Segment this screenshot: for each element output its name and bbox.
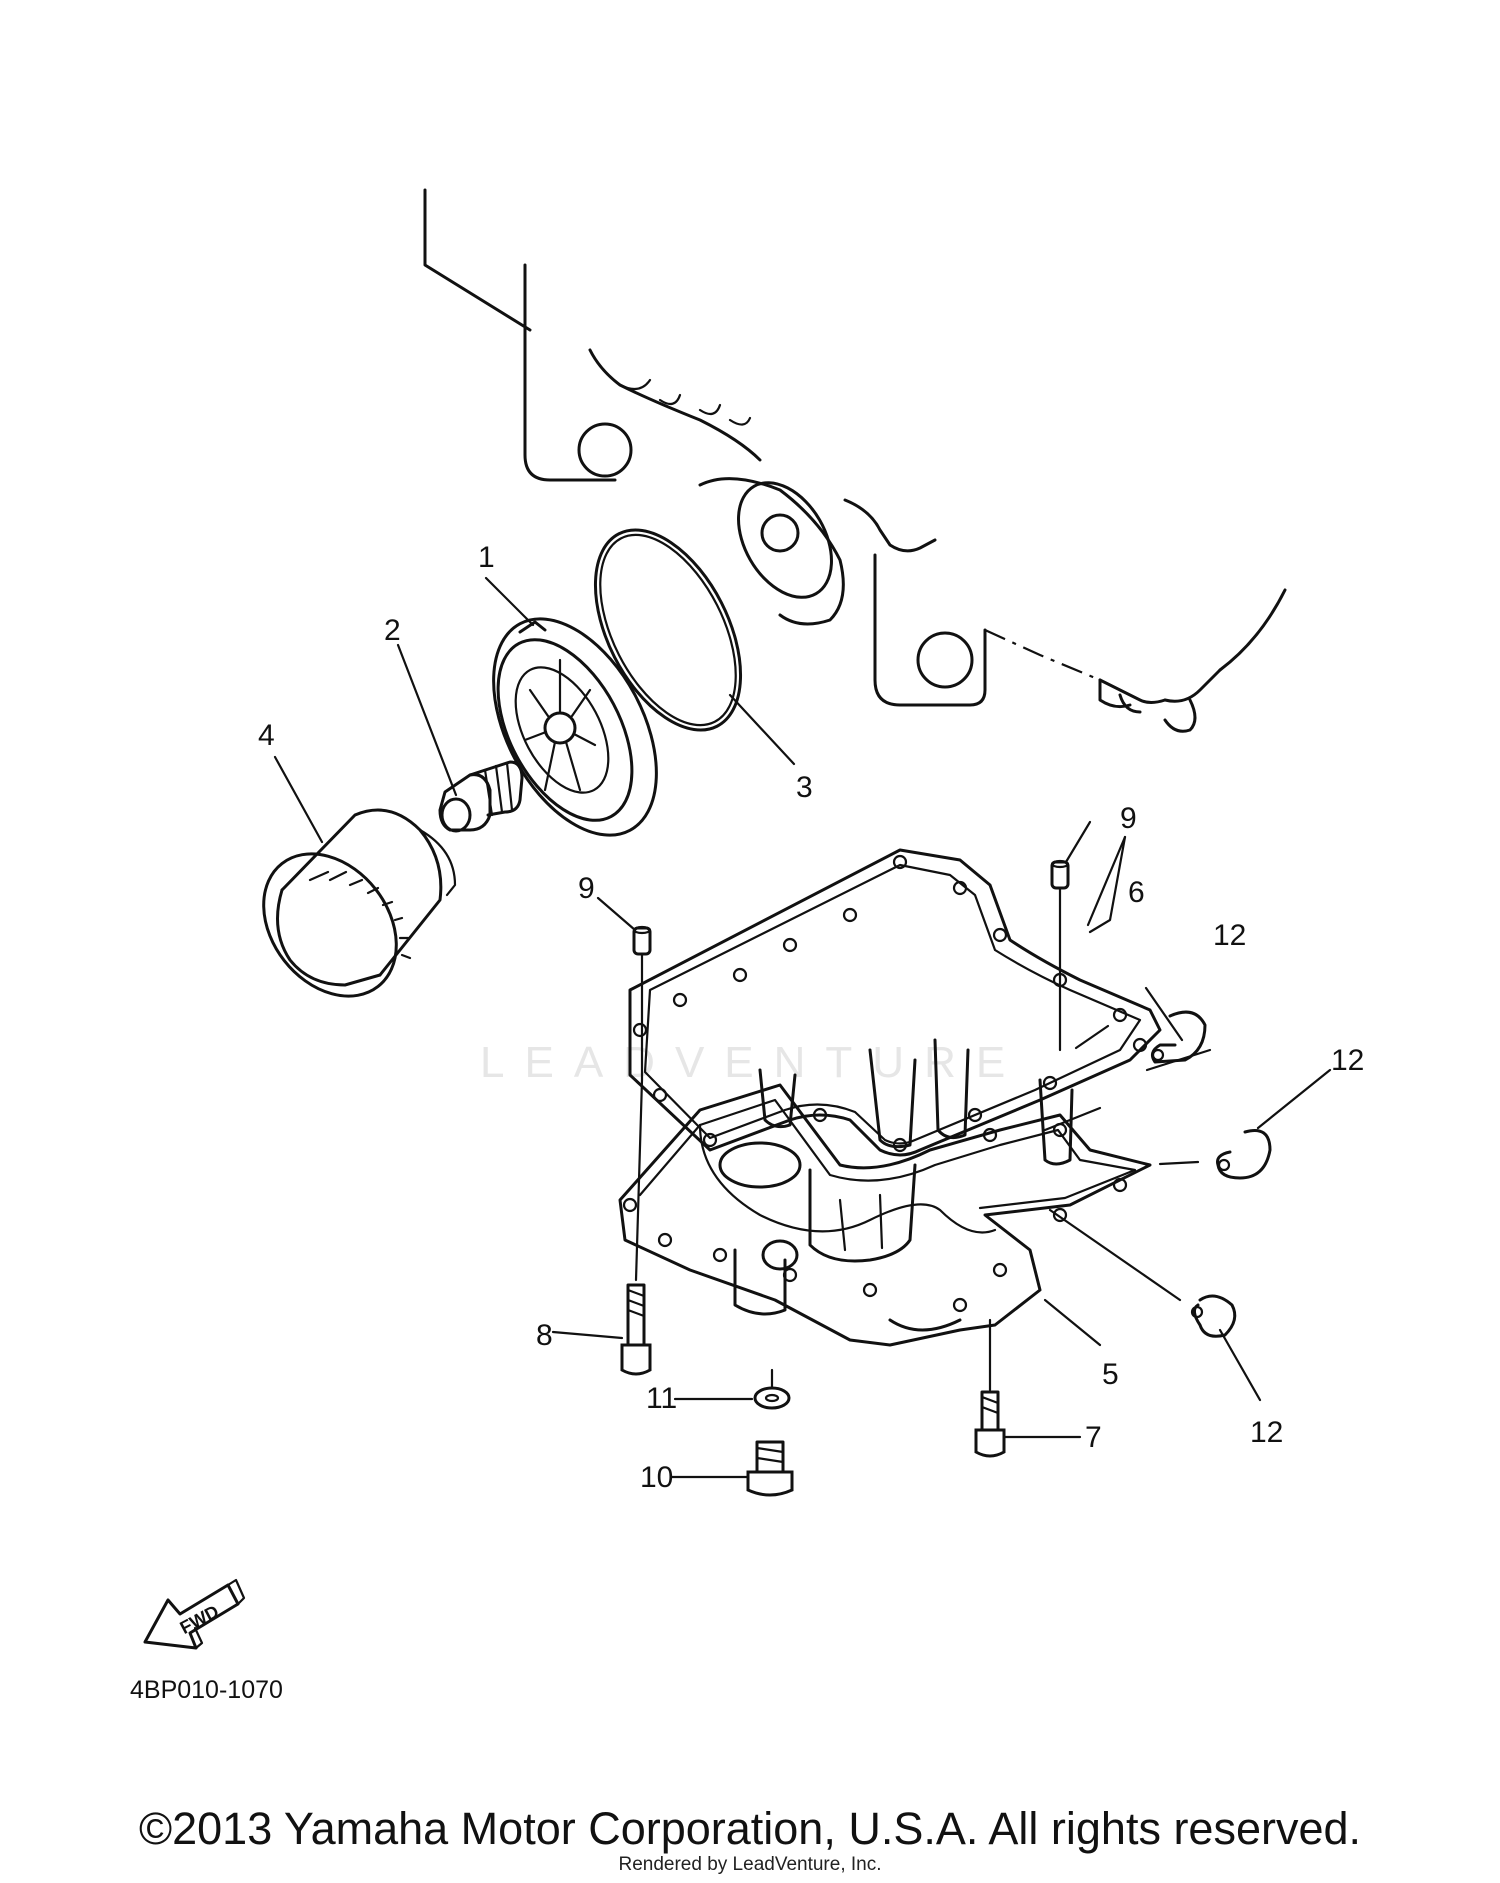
callout-1: 1 <box>478 541 495 574</box>
callout-3: 3 <box>796 771 813 804</box>
o-ring[interactable] <box>566 507 771 754</box>
callout-6: 6 <box>1128 876 1145 909</box>
callout-5: 5 <box>1102 1358 1119 1391</box>
callout-8: 8 <box>536 1319 553 1352</box>
washer[interactable] <box>753 1386 791 1410</box>
union-bolt[interactable] <box>438 760 524 833</box>
drain-plug[interactable] <box>746 1440 794 1497</box>
drawing-code: 4BP010-1070 <box>130 1676 283 1704</box>
fwd-label: FWD <box>177 1601 223 1638</box>
rendered-by-note: Rendered by LeadVenture, Inc. <box>618 1854 882 1875</box>
callout-12a: 12 <box>1213 919 1246 952</box>
oil-filter[interactable] <box>236 808 457 1022</box>
callout-2: 2 <box>384 614 401 647</box>
callout-11: 11 <box>646 1382 677 1415</box>
oil-pan[interactable] <box>618 1038 1152 1347</box>
callout-9b: 9 <box>1120 802 1137 835</box>
leadventure-watermark: LEADVENTURE <box>480 1038 1026 1087</box>
clamp[interactable] <box>1150 1010 1272 1338</box>
forward-arrow-icon: FWD <box>143 1578 246 1650</box>
callout-4: 4 <box>258 719 275 752</box>
leader-lines <box>273 576 1332 1479</box>
callout-12b: 12 <box>1331 1044 1364 1077</box>
crankcase-outline <box>423 188 1287 733</box>
oil-filter-stand[interactable] <box>460 592 690 862</box>
oil-pan-gasket[interactable] <box>628 848 1162 1157</box>
callout-10: 10 <box>640 1461 673 1494</box>
dowel-pin[interactable] <box>632 859 1070 956</box>
callout-12c: 12 <box>1250 1416 1283 1449</box>
callout-7: 7 <box>1085 1421 1102 1454</box>
copyright-notice: ©2013 Yamaha Motor Corporation, U.S.A. A… <box>138 1803 1362 1854</box>
callout-9a: 9 <box>578 872 595 905</box>
bolt[interactable] <box>974 1390 1006 1458</box>
long-bolt[interactable] <box>620 1283 652 1376</box>
